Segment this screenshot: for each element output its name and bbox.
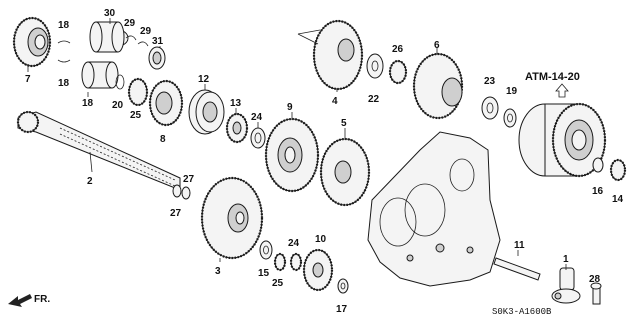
part-15-washer xyxy=(259,240,273,260)
label-20: 19 xyxy=(506,86,518,97)
label-21: 20 xyxy=(112,100,124,111)
part-19-collar xyxy=(81,61,119,89)
label-2: 2 xyxy=(87,176,93,187)
label-14: 14 xyxy=(612,194,624,205)
label-16: 16 xyxy=(592,186,604,197)
part-13-gear xyxy=(225,112,249,144)
label-15: 15 xyxy=(258,268,270,279)
label-10: 10 xyxy=(315,234,327,245)
label-7: 7 xyxy=(25,74,31,85)
label-24-a: 24 xyxy=(288,238,300,249)
reference-arrow-icon xyxy=(555,83,569,98)
part-16-washer xyxy=(592,157,604,173)
part-22-washer-upper xyxy=(366,53,384,79)
clutch-drum-assembly xyxy=(518,102,607,178)
label-29-b: 29 xyxy=(140,26,152,37)
label-25: 25 xyxy=(130,110,142,121)
label-6: 6 xyxy=(434,40,440,51)
part-30-collar xyxy=(89,21,129,53)
label-26: 26 xyxy=(392,44,404,55)
part-17-washer xyxy=(337,278,349,294)
label-19: 18 xyxy=(82,98,94,109)
label-11: 11 xyxy=(514,240,525,251)
transmission-case xyxy=(367,131,501,287)
part-24-bearings xyxy=(273,252,303,272)
part-31-bearing xyxy=(148,46,166,70)
label-8: 8 xyxy=(160,134,166,145)
label-27-a: 27 xyxy=(183,174,195,185)
leader-lines xyxy=(27,18,567,270)
front-direction-arrow-icon xyxy=(8,294,32,307)
reference-label: ATM-14-20 xyxy=(525,71,580,83)
part-14-nut xyxy=(609,158,627,182)
part-23-washer xyxy=(250,127,266,149)
part-21-snapring xyxy=(115,74,125,90)
part-18-circlips xyxy=(57,40,71,63)
label-22-a: 22 xyxy=(368,94,380,105)
label-22-b: 23 xyxy=(484,76,496,87)
part-11-pin xyxy=(493,257,541,281)
label-12: 12 xyxy=(198,74,210,85)
part-2-mainshaft xyxy=(16,110,181,191)
part-1-sensor xyxy=(551,267,581,304)
label-17: 17 xyxy=(336,304,348,315)
label-4: 4 xyxy=(332,96,338,107)
label-1: 1 xyxy=(563,254,569,265)
part-6-gear xyxy=(412,52,464,120)
part-3-gear xyxy=(200,176,264,260)
part-7-gear xyxy=(12,16,52,68)
part-28-bolt xyxy=(590,282,602,305)
label-9: 9 xyxy=(287,102,293,113)
part-27-washers xyxy=(172,184,191,200)
label-30: 30 xyxy=(104,8,116,19)
part-5-gear xyxy=(319,137,371,207)
part-29-clips xyxy=(125,35,149,47)
part-labels: 7 18 18 30 29 29 31 18 20 25 8 12 13 24 … xyxy=(25,8,624,315)
part-10-gear xyxy=(302,248,334,292)
label-18-top: 18 xyxy=(58,20,70,31)
label-28: 28 xyxy=(589,274,601,285)
part-9-gear xyxy=(264,117,320,193)
label-24-b: 25 xyxy=(272,278,284,289)
label-5: 5 xyxy=(341,118,347,129)
label-18-bottom: 18 xyxy=(58,78,70,89)
label-27-b: 27 xyxy=(170,208,182,219)
label-3: 3 xyxy=(215,266,221,277)
label-29-a: 29 xyxy=(124,18,136,29)
diagram-code: S0K3-A1600B xyxy=(492,307,552,317)
part-22-washer-lower xyxy=(481,96,499,120)
part-25-needle-bearing xyxy=(127,77,149,107)
part-8-gear xyxy=(148,79,184,127)
label-23: 24 xyxy=(251,112,263,123)
label-13: 13 xyxy=(230,98,242,109)
part-26-bearing xyxy=(388,59,408,85)
front-direction-label: FR. xyxy=(34,294,50,305)
part-12-hub xyxy=(188,89,225,135)
part-20-washer xyxy=(503,108,517,128)
part-4-sprocket xyxy=(297,19,364,91)
label-31: 31 xyxy=(152,36,164,47)
